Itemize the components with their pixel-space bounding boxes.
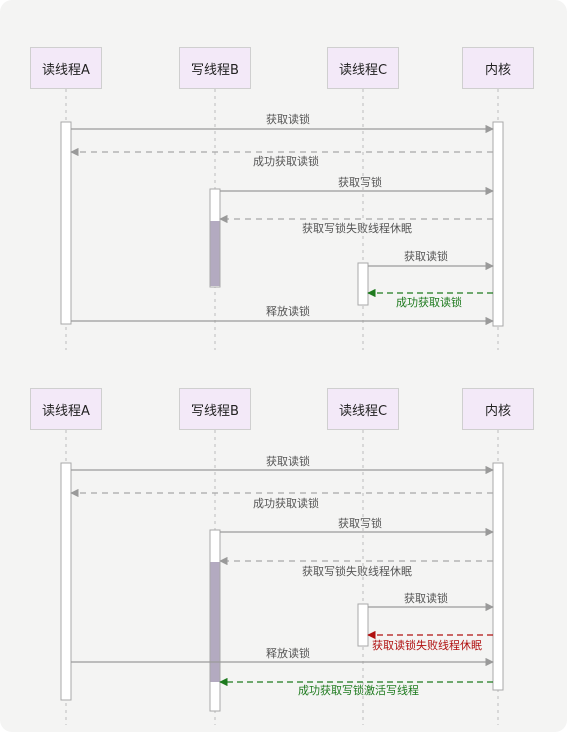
sleep-bar: [210, 221, 220, 286]
message-label: 获取读锁: [266, 113, 310, 126]
message-label: 获取读锁: [404, 592, 448, 605]
sleep-bar: [210, 562, 220, 682]
activation-bar: [492, 121, 504, 327]
message-label: 成功获取读锁: [253, 155, 319, 168]
participant-box: 写线程B: [179, 47, 251, 89]
participant-box: 读线程A: [30, 47, 102, 89]
message-label: 获取读锁失败线程休眠: [372, 639, 482, 652]
activation-bar: [357, 262, 369, 306]
activation-bar: [60, 462, 72, 701]
activation-bar: [60, 121, 72, 325]
message-label: 获取读锁: [404, 250, 448, 263]
message-label: 获取写锁失败线程休眠: [302, 565, 412, 578]
message-label: 成功获取读锁: [396, 296, 462, 309]
message-label: 获取写锁失败线程休眠: [302, 222, 412, 235]
message-label: 获取写锁: [338, 176, 382, 189]
activation-bar: [357, 603, 369, 647]
message-label: 成功获取读锁: [253, 497, 319, 510]
participant-box: 读线程C: [327, 388, 399, 430]
participant-box: 写线程B: [179, 388, 251, 430]
message-label: 成功获取写锁激活写线程: [298, 684, 419, 697]
message-label: 释放读锁: [266, 647, 310, 660]
participant-box: 内核: [462, 388, 534, 430]
message-label: 释放读锁: [266, 305, 310, 318]
participant-box: 读线程A: [30, 388, 102, 430]
participant-box: 内核: [462, 47, 534, 89]
message-label: 获取写锁: [338, 517, 382, 530]
activation-bar: [492, 462, 504, 691]
participant-box: 读线程C: [327, 47, 399, 89]
message-label: 获取读锁: [266, 455, 310, 468]
